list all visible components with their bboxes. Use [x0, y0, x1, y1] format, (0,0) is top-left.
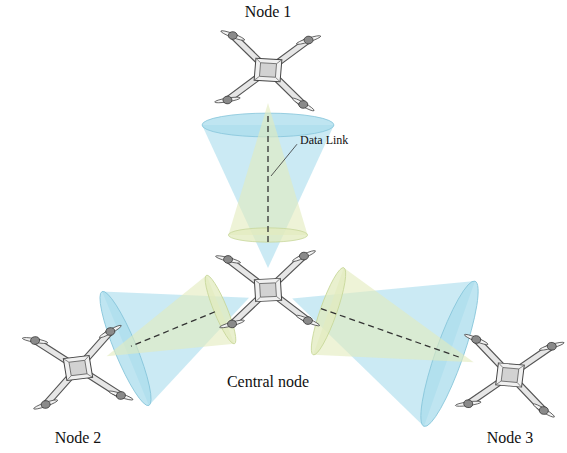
node-label: Central node	[227, 372, 309, 392]
data-link-line	[321, 309, 460, 358]
drone-node: Central node	[215, 242, 321, 392]
node-label: Node 1	[245, 2, 292, 22]
drone-node: Node 2	[25, 318, 131, 448]
drone-icon	[21, 324, 135, 413]
beam-group	[92, 103, 488, 431]
drone-node: Node 3	[460, 322, 560, 448]
beam-base	[305, 265, 351, 358]
data-link-line	[267, 116, 268, 242]
node-label: Node 2	[55, 428, 102, 448]
beam-base	[200, 273, 240, 346]
link-label: Data Link	[300, 133, 348, 147]
drone-node: Node 1	[215, 2, 321, 116]
drone-icon	[214, 28, 322, 112]
drone-icon	[454, 332, 565, 419]
leader-line	[271, 144, 297, 176]
node-label: Node 3	[487, 428, 534, 448]
drone-group	[21, 28, 565, 418]
drone-icon	[215, 249, 322, 332]
data-link-line	[131, 312, 215, 346]
